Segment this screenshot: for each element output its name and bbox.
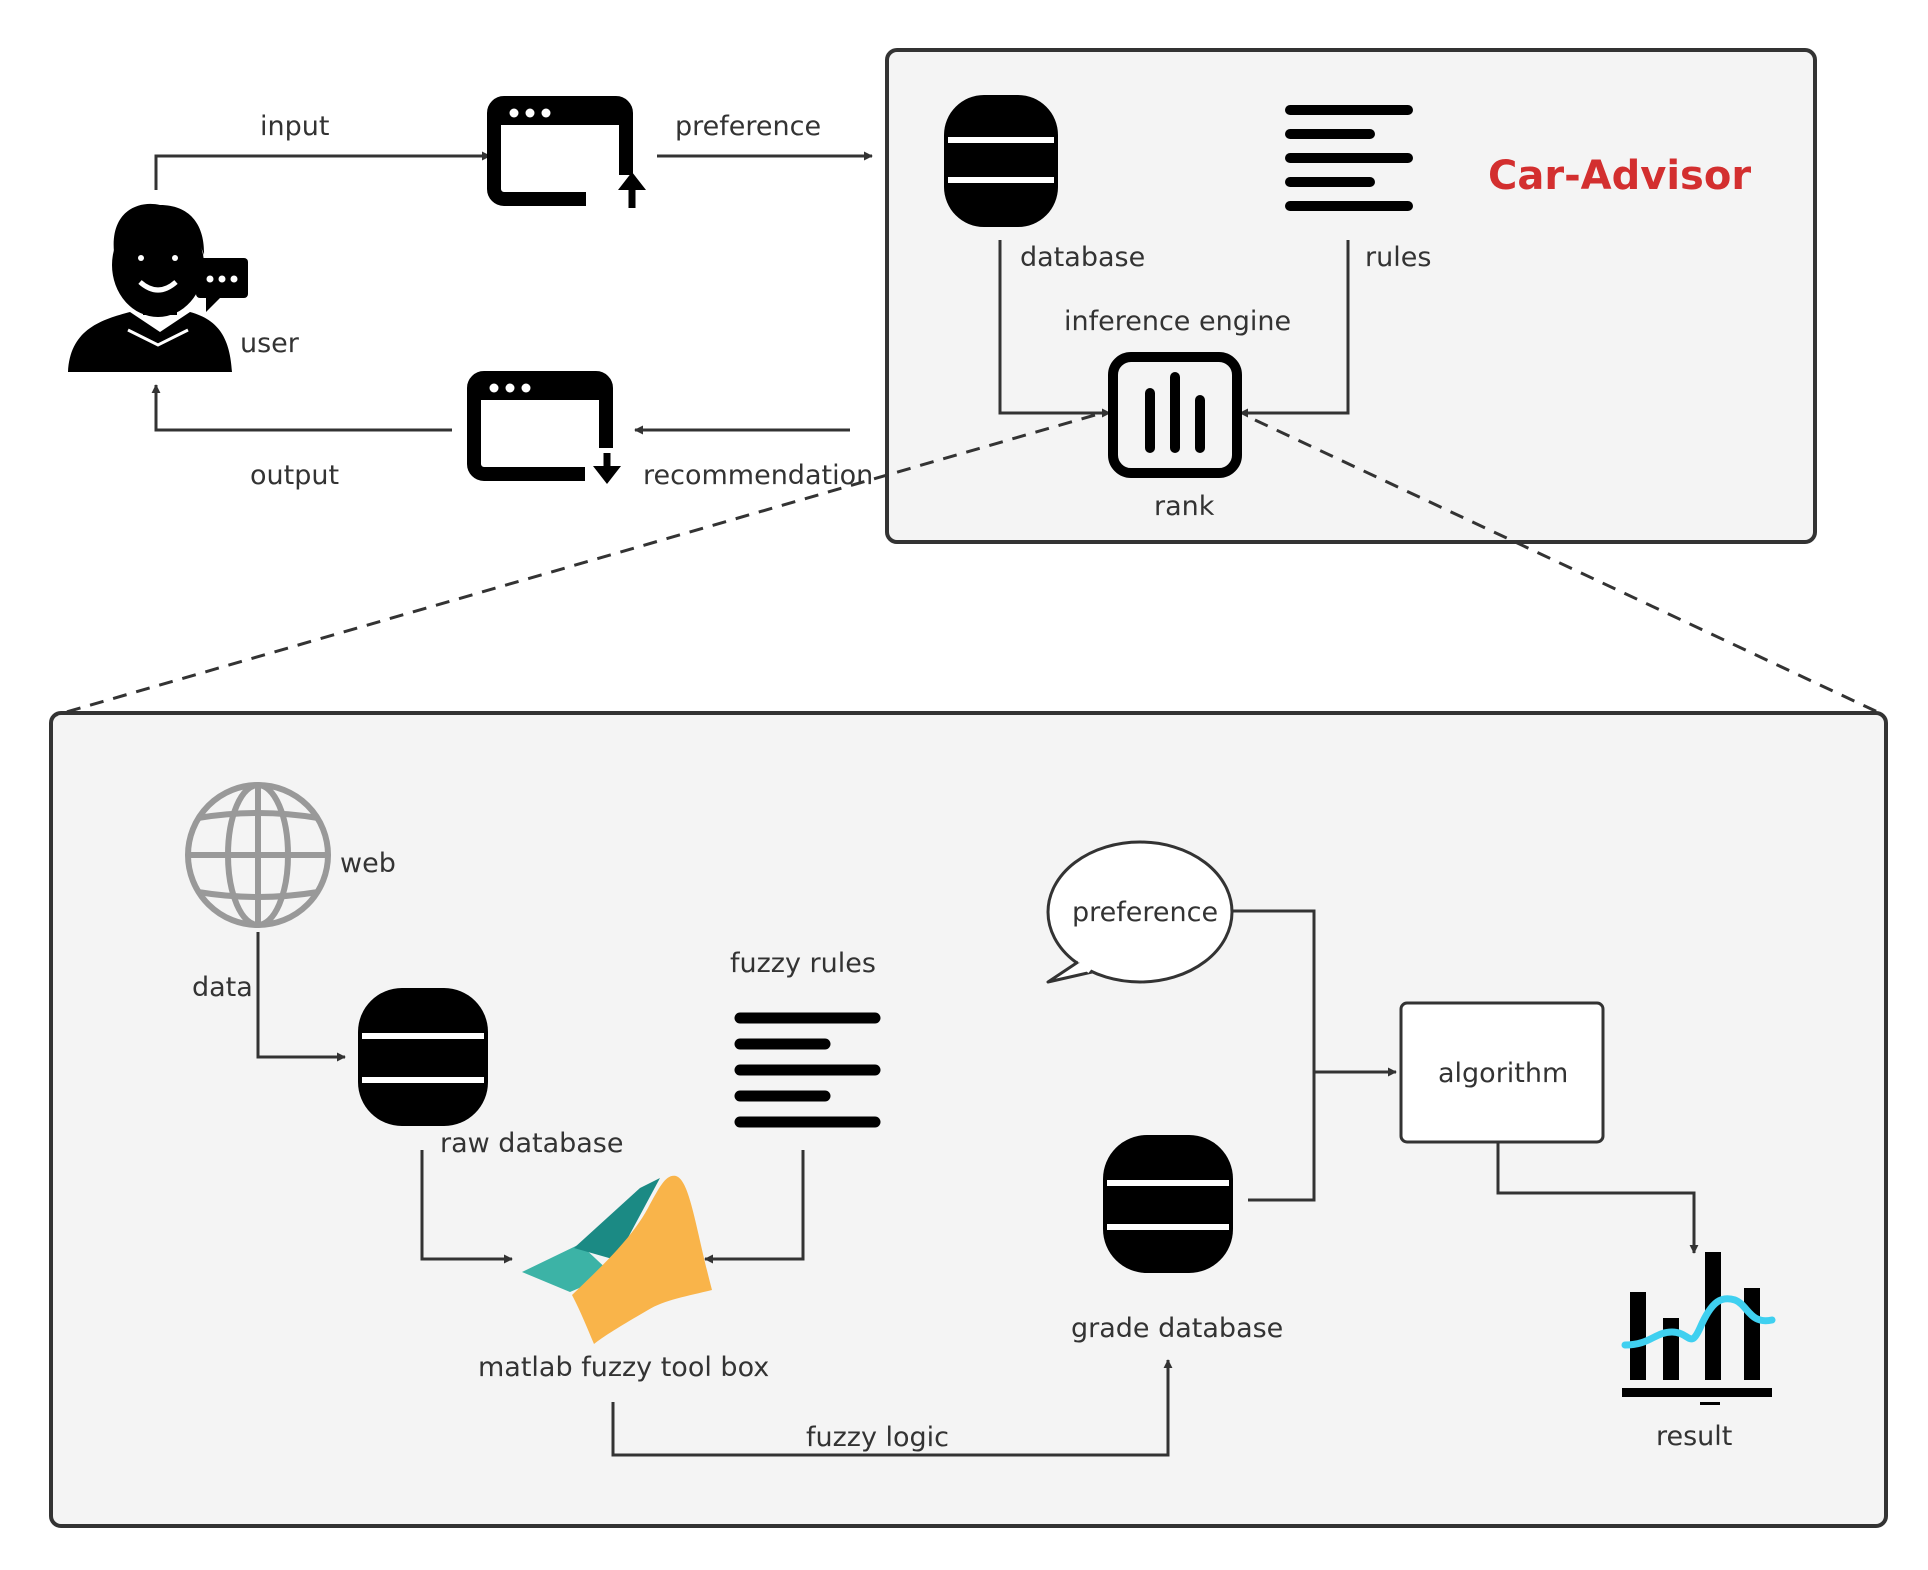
database-label: database bbox=[1020, 242, 1146, 273]
fuzzy-rules-to-matlab-arrow bbox=[704, 1150, 805, 1264]
rules-label: rules bbox=[1365, 242, 1432, 273]
algorithm-label: algorithm bbox=[1438, 1058, 1569, 1089]
browser-upload-icon bbox=[487, 96, 646, 215]
input-arrow bbox=[154, 151, 491, 190]
rules-to-rank-arrow bbox=[1239, 240, 1350, 418]
fuzzy-rules-icon bbox=[734, 1012, 881, 1128]
input-label: input bbox=[260, 111, 330, 142]
algorithm-box bbox=[1399, 1001, 1605, 1144]
recommendation-label: recommendation bbox=[643, 460, 874, 491]
raw-db-to-matlab-arrow bbox=[420, 1150, 513, 1264]
browser-download-icon bbox=[467, 371, 635, 488]
raw-database-label: raw database bbox=[440, 1128, 624, 1159]
zoom-line-right bbox=[1254, 418, 1885, 717]
algorithm-to-result-arrow bbox=[1496, 1142, 1699, 1254]
preference-label-top: preference bbox=[675, 111, 822, 142]
result-chart-icon bbox=[1621, 1252, 1776, 1405]
chat-icon bbox=[196, 258, 248, 312]
raw-database-icon bbox=[358, 988, 488, 1126]
fuzzy-logic-label: fuzzy logic bbox=[806, 1422, 950, 1453]
grade-database-label: grade database bbox=[1071, 1313, 1284, 1344]
matlab-logo-icon bbox=[522, 1175, 712, 1344]
rank-label: rank bbox=[1154, 491, 1215, 522]
fuzzy-rules-label: fuzzy rules bbox=[730, 948, 876, 979]
output-arrow bbox=[151, 384, 452, 432]
rank-icon bbox=[1108, 352, 1242, 478]
user-label: user bbox=[240, 328, 299, 359]
globe-icon bbox=[185, 782, 331, 928]
data-label: data bbox=[192, 972, 253, 1003]
web-label: web bbox=[340, 848, 396, 879]
rules-icon bbox=[1285, 105, 1413, 211]
output-label: output bbox=[250, 460, 340, 491]
speech-bubble-icon bbox=[1046, 840, 1234, 984]
detail-panel bbox=[49, 711, 1888, 1528]
grade-database-icon bbox=[1103, 1135, 1233, 1273]
user-icon bbox=[68, 203, 232, 372]
fuzzy-logic-arrow bbox=[611, 1359, 1173, 1457]
inference-engine-label: inference engine bbox=[1064, 306, 1292, 337]
preference-bubble-label: preference bbox=[1072, 897, 1219, 928]
matlab-label: matlab fuzzy tool box bbox=[478, 1352, 770, 1383]
result-label: result bbox=[1656, 1421, 1733, 1452]
car-advisor-title: Car-Advisor bbox=[1488, 153, 1752, 199]
database-icon bbox=[944, 95, 1058, 227]
car-advisor-panel bbox=[885, 48, 1817, 544]
preference-connector bbox=[1232, 909, 1316, 1202]
zoom-line-left bbox=[55, 413, 1096, 717]
database-to-rank-arrow bbox=[998, 240, 1111, 418]
data-arrow bbox=[256, 932, 346, 1062]
